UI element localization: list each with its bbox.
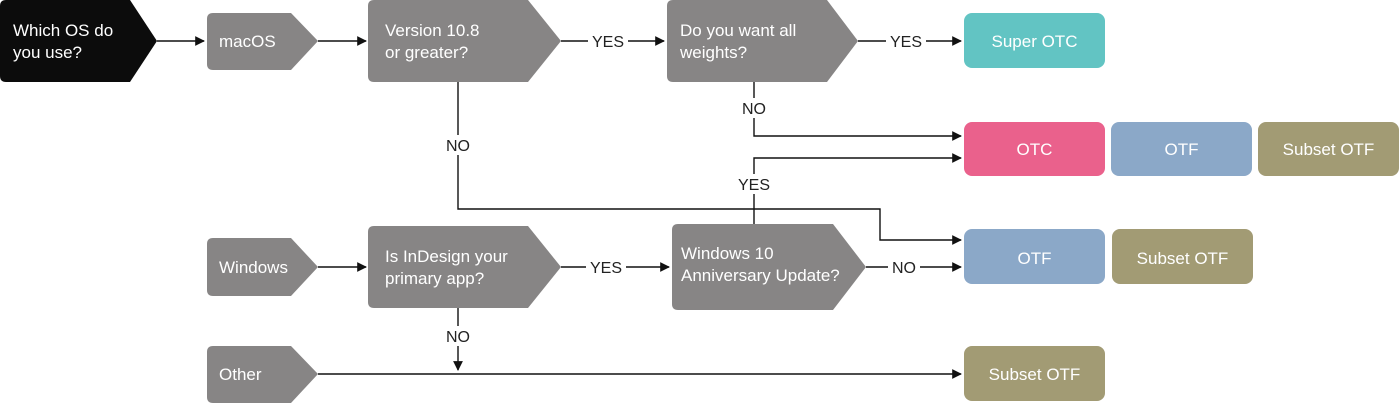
other-node: Other xyxy=(207,346,318,403)
macos-node: macOS xyxy=(207,13,318,70)
label-win10-yes: YES xyxy=(734,174,774,194)
edge-weights-no xyxy=(753,82,962,141)
svg-text:NO: NO xyxy=(892,260,916,277)
windows-label: Windows xyxy=(219,258,288,277)
question-nodes: Which OS do you use? macOS Version 10.8 or… xyxy=(0,0,866,403)
svg-text:YES: YES xyxy=(738,177,770,194)
svg-text:Version 10.8or greater?: Version 10.8 or greater? xyxy=(385,21,480,62)
version-check-label: Version 10.8 xyxy=(385,21,480,40)
win10-anniversary-label-line2: Anniversary Update? xyxy=(681,266,840,285)
svg-text:NO: NO xyxy=(446,329,470,346)
svg-text:NO: NO xyxy=(742,101,766,118)
label-weights-yes: YES xyxy=(886,31,926,51)
otf-outcome-row3: OTF xyxy=(964,229,1105,284)
label-version-no: NO xyxy=(442,135,474,155)
subset-otf-label-row4: Subset OTF xyxy=(989,365,1081,384)
svg-text:NO: NO xyxy=(446,138,470,155)
label-indesign-yes: YES xyxy=(586,257,626,277)
edge-win10-yes xyxy=(753,153,962,224)
start-label: Which OS do xyxy=(13,21,113,40)
all-weights-label: Do you want all xyxy=(680,21,796,40)
label-win10-no: NO xyxy=(888,257,920,277)
subset-otf-outcome-row4: Subset OTF xyxy=(964,346,1105,401)
indesign-primary-node: Is InDesign your primary app? xyxy=(368,226,561,308)
edge-version-no xyxy=(457,82,962,245)
subset-otf-label-row2: Subset OTF xyxy=(1283,140,1375,159)
indesign-primary-label: Is InDesign your xyxy=(385,247,508,266)
otc-label: OTC xyxy=(1017,140,1053,159)
other-label: Other xyxy=(219,365,262,384)
indesign-primary-label-line2: primary app? xyxy=(385,269,484,288)
svg-text:YES: YES xyxy=(592,34,624,51)
otc-outcome: OTC xyxy=(964,122,1105,176)
windows-node: Windows xyxy=(207,238,318,296)
subset-otf-outcome-row2: Subset OTF xyxy=(1258,122,1399,176)
start-node: Which OS do you use? xyxy=(0,0,157,82)
super-otc-outcome: Super OTC xyxy=(964,13,1105,68)
outcome-nodes: Super OTC OTC OTF Subset OTF OTF Subset … xyxy=(964,13,1399,401)
subset-otf-outcome-row3: Subset OTF xyxy=(1112,229,1253,284)
svg-text:YES: YES xyxy=(590,260,622,277)
version-check-node: Version 10.8 or greater? xyxy=(368,0,561,82)
all-weights-label-line2: weights? xyxy=(679,43,747,62)
super-otc-label: Super OTC xyxy=(992,32,1078,51)
win10-anniversary-node: Windows 10 Anniversary Update? xyxy=(672,224,866,310)
version-check-label-line2: or greater? xyxy=(385,43,468,62)
win10-anniversary-label: Windows 10 xyxy=(681,244,774,263)
all-weights-node: Do you want all weights? xyxy=(667,0,858,82)
edge-labels: YES YES NO NO YES YES NO NO xyxy=(442,31,926,346)
start-label-line2: you use? xyxy=(13,43,82,62)
connectors xyxy=(157,36,962,379)
label-version-yes: YES xyxy=(588,31,628,51)
label-weights-no: NO xyxy=(738,98,770,118)
otf-label-row2: OTF xyxy=(1165,140,1199,159)
label-indesign-no: NO xyxy=(442,326,474,346)
otf-outcome-row2: OTF xyxy=(1111,122,1252,176)
svg-text:YES: YES xyxy=(890,34,922,51)
macos-label: macOS xyxy=(219,32,276,51)
subset-otf-label-row3: Subset OTF xyxy=(1137,249,1229,268)
otf-label-row3: OTF xyxy=(1018,249,1052,268)
